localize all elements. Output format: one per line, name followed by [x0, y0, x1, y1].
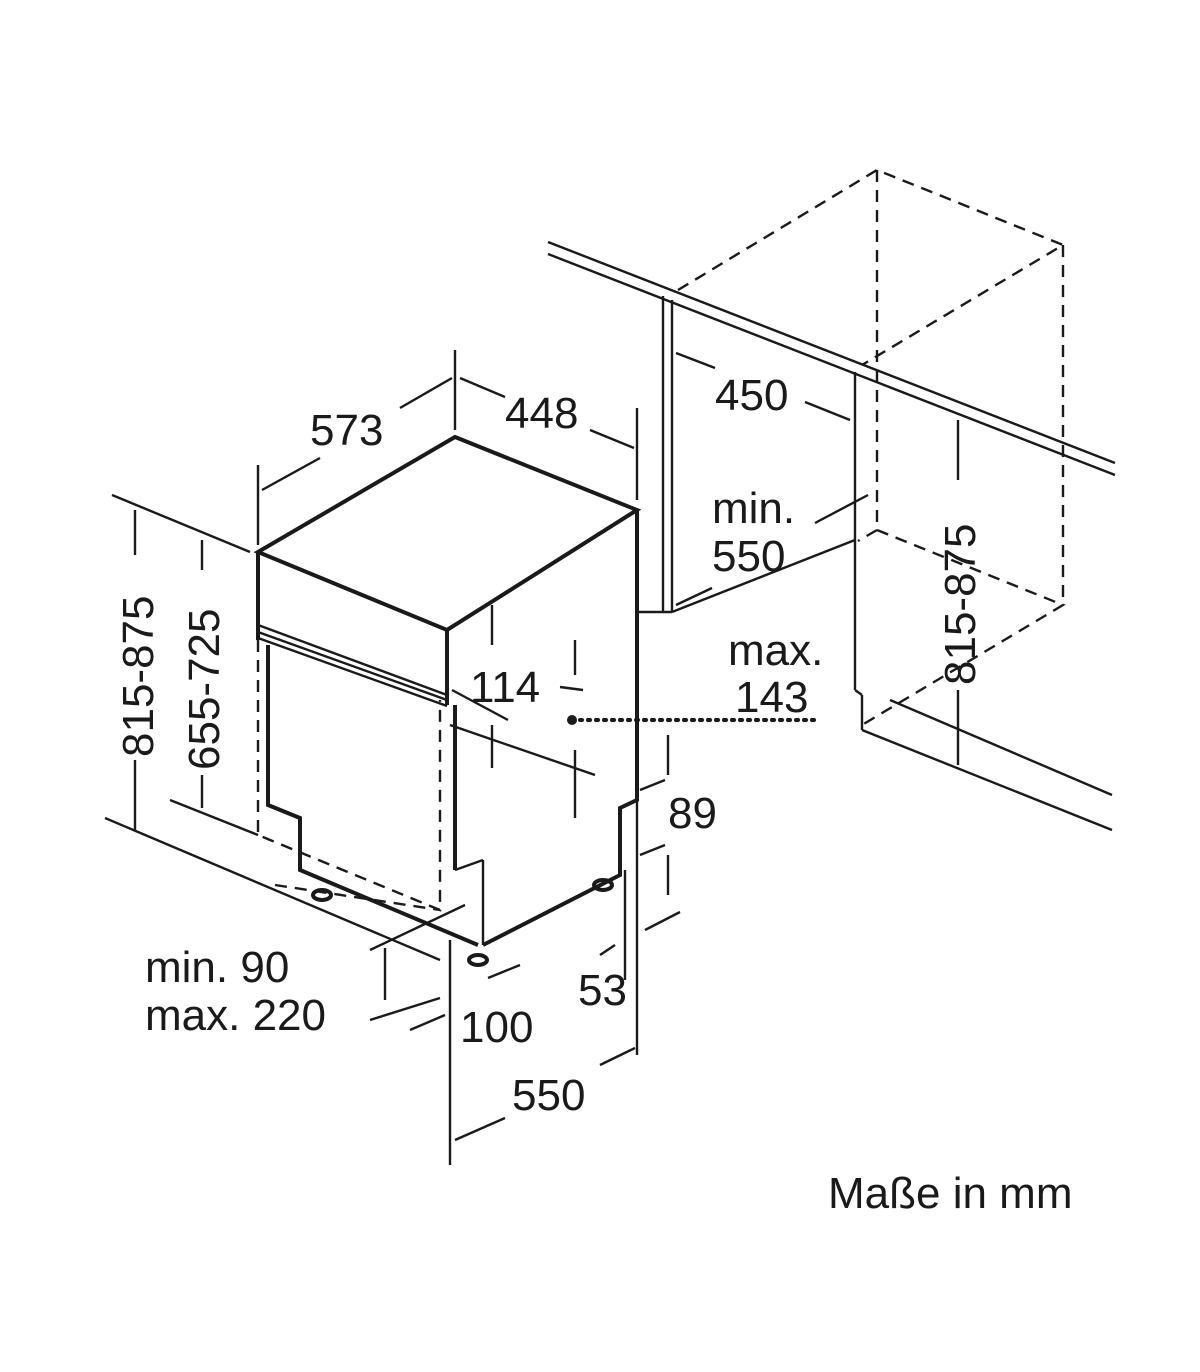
label-niche-depth-550: 550: [712, 532, 785, 581]
niche-cabinets: [637, 296, 1113, 832]
label-foot-100: 100: [460, 1003, 533, 1052]
countertop: [547, 240, 1116, 477]
label-depth-573: 573: [310, 406, 383, 455]
label-panel-114: 114: [470, 663, 540, 712]
label-height-right: 815-875: [936, 524, 985, 685]
label-width-448: 448: [505, 389, 578, 438]
label-plinth-min: min. 90: [145, 943, 289, 992]
label-depth-550: 550: [512, 1071, 585, 1120]
label-height-left-inner: 655-725: [180, 609, 229, 770]
dishwasher-body: [253, 434, 642, 967]
label-offset-53: 53: [578, 966, 627, 1015]
dimension-lines: [104, 350, 960, 1165]
label-niche-width-450: 450: [715, 371, 788, 420]
label-plinth-max: max. 220: [145, 991, 326, 1040]
units-note: Maße in mm: [828, 1169, 1072, 1218]
label-niche-depth-min: min.: [712, 484, 795, 533]
niche-dashed-outline: [677, 168, 1066, 727]
label-plinth-89: 89: [668, 789, 717, 838]
label-height-left-outer: 815-875: [114, 596, 163, 757]
label-max-143: 143: [735, 673, 808, 722]
label-max: max.: [728, 626, 823, 675]
